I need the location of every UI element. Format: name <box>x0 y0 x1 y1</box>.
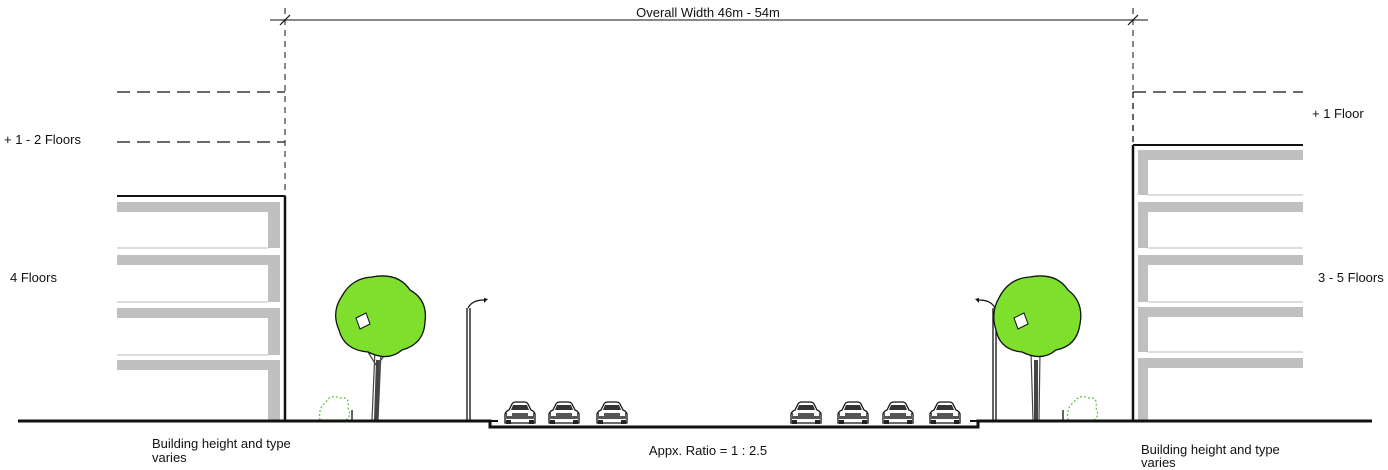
car-icon <box>929 401 961 425</box>
car-icon <box>837 401 869 425</box>
car-icon <box>882 401 914 425</box>
left-additional-floors-label: + 1 - 2 Floors <box>4 132 81 147</box>
car-icon <box>790 401 822 425</box>
car-icon <box>596 401 628 425</box>
left-additional-floors-outline <box>117 91 285 143</box>
left-tree-icon <box>335 275 427 421</box>
right-floor-slabs <box>1138 150 1303 420</box>
right-streetlight-icon <box>975 298 997 420</box>
right-building: + 1 Floor 3 - 5 Floors <box>1131 91 1384 422</box>
parked-cars-right <box>790 401 961 425</box>
right-building-note-line1: Building height and type <box>1141 442 1280 457</box>
parked-cars-left <box>504 401 628 425</box>
ground-line <box>18 419 1372 429</box>
left-streetlight-icon <box>466 298 488 420</box>
left-floor-slabs <box>117 202 280 420</box>
left-building-note-line1: Building height and type <box>152 436 291 451</box>
right-shrub-icon <box>1066 396 1099 421</box>
left-existing-floors-label: 4 Floors <box>10 270 57 285</box>
left-building-note-line2: varies <box>152 450 187 465</box>
left-building: + 1 - 2 Floors 4 Floors <box>4 91 287 422</box>
overall-width-label: Overall Width 46m - 54m <box>636 5 780 20</box>
right-additional-floors-label: + 1 Floor <box>1312 106 1364 121</box>
car-icon <box>548 401 580 425</box>
left-shrub-icon <box>318 396 351 421</box>
right-existing-floors-label: 3 - 5 Floors <box>1318 270 1384 285</box>
car-icon <box>504 401 536 425</box>
overall-width-dimension: Overall Width 46m - 54m <box>270 5 1148 420</box>
right-building-note-line2: varies <box>1141 455 1176 470</box>
ratio-label: Appx. Ratio = 1 : 2.5 <box>649 443 767 458</box>
right-additional-floor-outline <box>1132 91 1303 145</box>
right-tree-icon <box>993 275 1082 421</box>
